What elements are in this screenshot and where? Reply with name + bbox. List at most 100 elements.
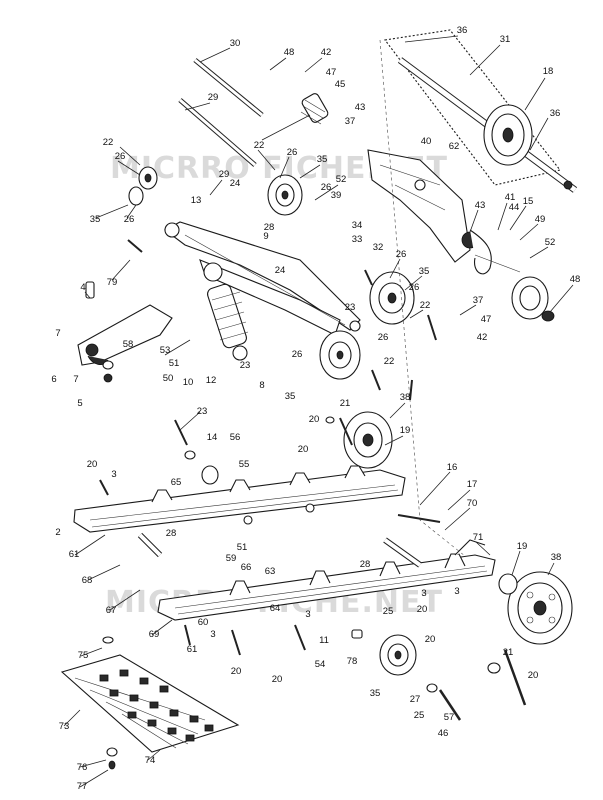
- callout-26: 26: [396, 249, 407, 260]
- callout-69: 69: [149, 629, 160, 640]
- callout-3: 3: [421, 588, 426, 599]
- callout-53: 53: [160, 345, 171, 356]
- callout-35: 35: [285, 391, 296, 402]
- callout-42: 42: [321, 47, 332, 58]
- track-section: [60, 636, 240, 770]
- callout-64: 64: [270, 603, 281, 614]
- callout-54: 54: [315, 659, 326, 670]
- callout-20: 20: [272, 674, 283, 685]
- callout-36: 36: [457, 25, 468, 36]
- callout-27: 27: [410, 694, 421, 705]
- callout-25: 25: [414, 710, 425, 721]
- callout-33: 33: [352, 234, 363, 245]
- callout-38: 38: [400, 392, 411, 403]
- callout-22: 22: [420, 300, 431, 311]
- callout-62: 62: [449, 141, 460, 152]
- callout-29: 29: [219, 169, 230, 180]
- callout-11: 11: [319, 635, 329, 646]
- idler-wheel-mid: [343, 411, 393, 469]
- front-shock-absorber: [203, 262, 249, 361]
- callout-74: 74: [145, 755, 156, 766]
- callout-76: 76: [77, 762, 88, 773]
- callout-4: 4: [80, 282, 85, 293]
- callout-42: 42: [477, 332, 488, 343]
- callout-19: 19: [400, 425, 411, 436]
- callout-24: 24: [275, 265, 286, 276]
- rear-idler-wheel: [498, 571, 573, 645]
- callout-26: 26: [115, 151, 126, 162]
- callout-35: 35: [90, 214, 101, 225]
- callout-30: 30: [230, 38, 241, 49]
- callout-65: 65: [171, 477, 182, 488]
- callout-47: 47: [481, 314, 492, 325]
- callout-32: 32: [373, 242, 384, 253]
- callout-26: 26: [378, 332, 389, 343]
- callout-78: 78: [347, 656, 358, 667]
- callout-46: 46: [438, 728, 449, 739]
- callout-57: 57: [444, 712, 455, 723]
- callout-24: 24: [230, 178, 241, 189]
- callout-8: 8: [259, 380, 264, 391]
- callout-5: 5: [77, 398, 82, 409]
- callout-14: 14: [207, 432, 218, 443]
- callout-52: 52: [336, 174, 347, 185]
- callout-43: 43: [475, 200, 486, 211]
- callout-61: 61: [69, 549, 80, 560]
- callout-59: 59: [226, 553, 237, 564]
- callout-61: 61: [187, 644, 198, 655]
- callout-35: 35: [419, 266, 430, 277]
- callout-45: 45: [335, 79, 346, 90]
- callout-17: 17: [467, 479, 478, 490]
- callout-70: 70: [467, 498, 478, 509]
- callout-10: 10: [183, 377, 194, 388]
- upper-shock-small: [261, 93, 329, 141]
- callout-43: 43: [355, 102, 366, 113]
- callout-3: 3: [454, 586, 459, 597]
- callout-71: 71: [473, 532, 484, 543]
- callout-37: 37: [345, 116, 356, 127]
- callout-26: 26: [321, 182, 332, 193]
- callout-47: 47: [326, 67, 337, 78]
- callout-38: 38: [551, 552, 562, 563]
- lower-wheel-and-bolts: [379, 634, 527, 721]
- callout-12: 12: [206, 375, 217, 386]
- callout-15: 15: [523, 196, 534, 207]
- hardware-bolts: [99, 239, 437, 656]
- callout-16: 16: [447, 462, 458, 473]
- callout-51: 51: [169, 358, 180, 369]
- callout-48: 48: [284, 47, 295, 58]
- callout-26: 26: [124, 214, 135, 225]
- callout-73: 73: [59, 721, 70, 732]
- callout-58: 58: [123, 339, 134, 350]
- callout-68: 68: [82, 575, 93, 586]
- callout-7: 7: [73, 374, 78, 385]
- callout-48: 48: [570, 274, 581, 285]
- callout-22: 22: [384, 356, 395, 367]
- callout-13: 13: [191, 195, 202, 206]
- callout-23: 23: [240, 360, 251, 371]
- callout-63: 63: [265, 566, 276, 577]
- callout-9: 9: [263, 231, 268, 242]
- callout-20: 20: [87, 459, 98, 470]
- callout-66: 66: [241, 562, 252, 573]
- callout-40: 40: [421, 136, 432, 147]
- callout-18: 18: [543, 66, 554, 77]
- rear-mount-bracket: [367, 149, 521, 275]
- callout-79: 79: [107, 277, 118, 288]
- callout-34: 34: [352, 220, 363, 231]
- idler-wheel-large-top: [483, 104, 533, 166]
- callout-3: 3: [111, 469, 116, 480]
- callout-39: 39: [331, 190, 342, 201]
- callout-28: 28: [360, 559, 371, 570]
- left-slide-rail: [73, 465, 406, 533]
- callout-25: 25: [383, 606, 394, 617]
- callout-3: 3: [210, 629, 215, 640]
- callout-20: 20: [425, 634, 436, 645]
- callout-7: 7: [55, 328, 60, 339]
- callout-23: 23: [345, 302, 356, 313]
- front-mount-bracket: [77, 281, 173, 366]
- callout-28: 28: [264, 222, 275, 233]
- callout-26: 26: [409, 282, 420, 293]
